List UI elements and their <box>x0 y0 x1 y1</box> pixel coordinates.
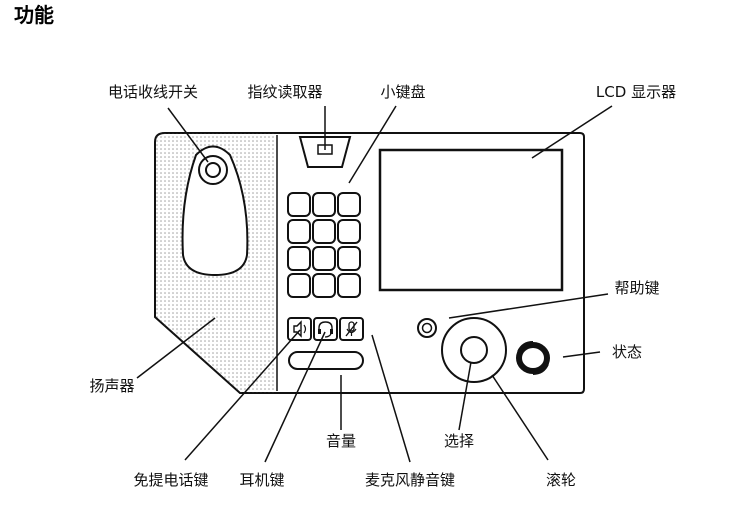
select-button[interactable] <box>460 336 488 364</box>
keypad-key[interactable] <box>337 219 361 244</box>
leader-line <box>458 361 472 431</box>
headset-key[interactable] <box>313 317 338 341</box>
label-speaker: 扬声器 <box>89 377 134 395</box>
leader-line <box>371 334 411 463</box>
keypad-key[interactable] <box>337 246 361 271</box>
headset-icon <box>318 321 333 338</box>
keypad[interactable] <box>287 192 361 298</box>
label-lcd-display: LCD 显示器 <box>596 83 676 101</box>
keypad-key[interactable] <box>337 273 361 298</box>
leader-line <box>348 105 397 184</box>
leader-line <box>167 107 209 163</box>
keypad-key[interactable] <box>312 219 336 244</box>
lcd-display <box>378 148 564 292</box>
handsfree-key[interactable] <box>287 317 312 341</box>
label-hookswitch: 电话收线开关 <box>108 83 198 101</box>
label-mic-mute-key: 麦克风静音键 <box>365 471 455 489</box>
leader-line <box>184 329 301 461</box>
leader-line <box>448 293 609 319</box>
hookswitch[interactable] <box>181 145 249 277</box>
volume-bar[interactable] <box>288 351 364 370</box>
label-fingerprint-reader: 指纹读取器 <box>247 83 322 101</box>
keypad-key[interactable] <box>312 246 336 271</box>
label-select: 选择 <box>444 432 474 450</box>
keypad-key[interactable] <box>287 219 311 244</box>
label-handsfree-key: 免提电话键 <box>133 471 208 489</box>
label-headset-key: 耳机键 <box>239 471 284 489</box>
speaker-icon <box>293 320 307 338</box>
keypad-key[interactable] <box>312 273 336 298</box>
status-ring-icon <box>516 341 550 375</box>
leader-line <box>491 374 549 461</box>
label-volume: 音量 <box>326 432 356 450</box>
leader-lines <box>136 105 613 463</box>
leader-line <box>264 331 326 463</box>
leader-line <box>531 105 613 159</box>
label-status: 状态 <box>612 343 642 361</box>
keypad-key[interactable] <box>287 273 311 298</box>
leader-line <box>136 317 216 379</box>
keypad-key[interactable] <box>287 246 311 271</box>
keypad-key[interactable] <box>337 192 361 217</box>
label-scroll-wheel: 滚轮 <box>546 471 576 489</box>
keypad-key[interactable] <box>312 192 336 217</box>
label-help-key: 帮助键 <box>614 279 659 297</box>
help-key[interactable] <box>417 318 437 338</box>
label-keypad: 小键盘 <box>380 83 425 101</box>
mic-mute-key[interactable] <box>339 317 364 341</box>
page-title: 功能 <box>14 3 54 27</box>
mic-mute-icon <box>345 321 358 337</box>
keypad-key[interactable] <box>287 192 311 217</box>
leader-line <box>562 351 601 358</box>
